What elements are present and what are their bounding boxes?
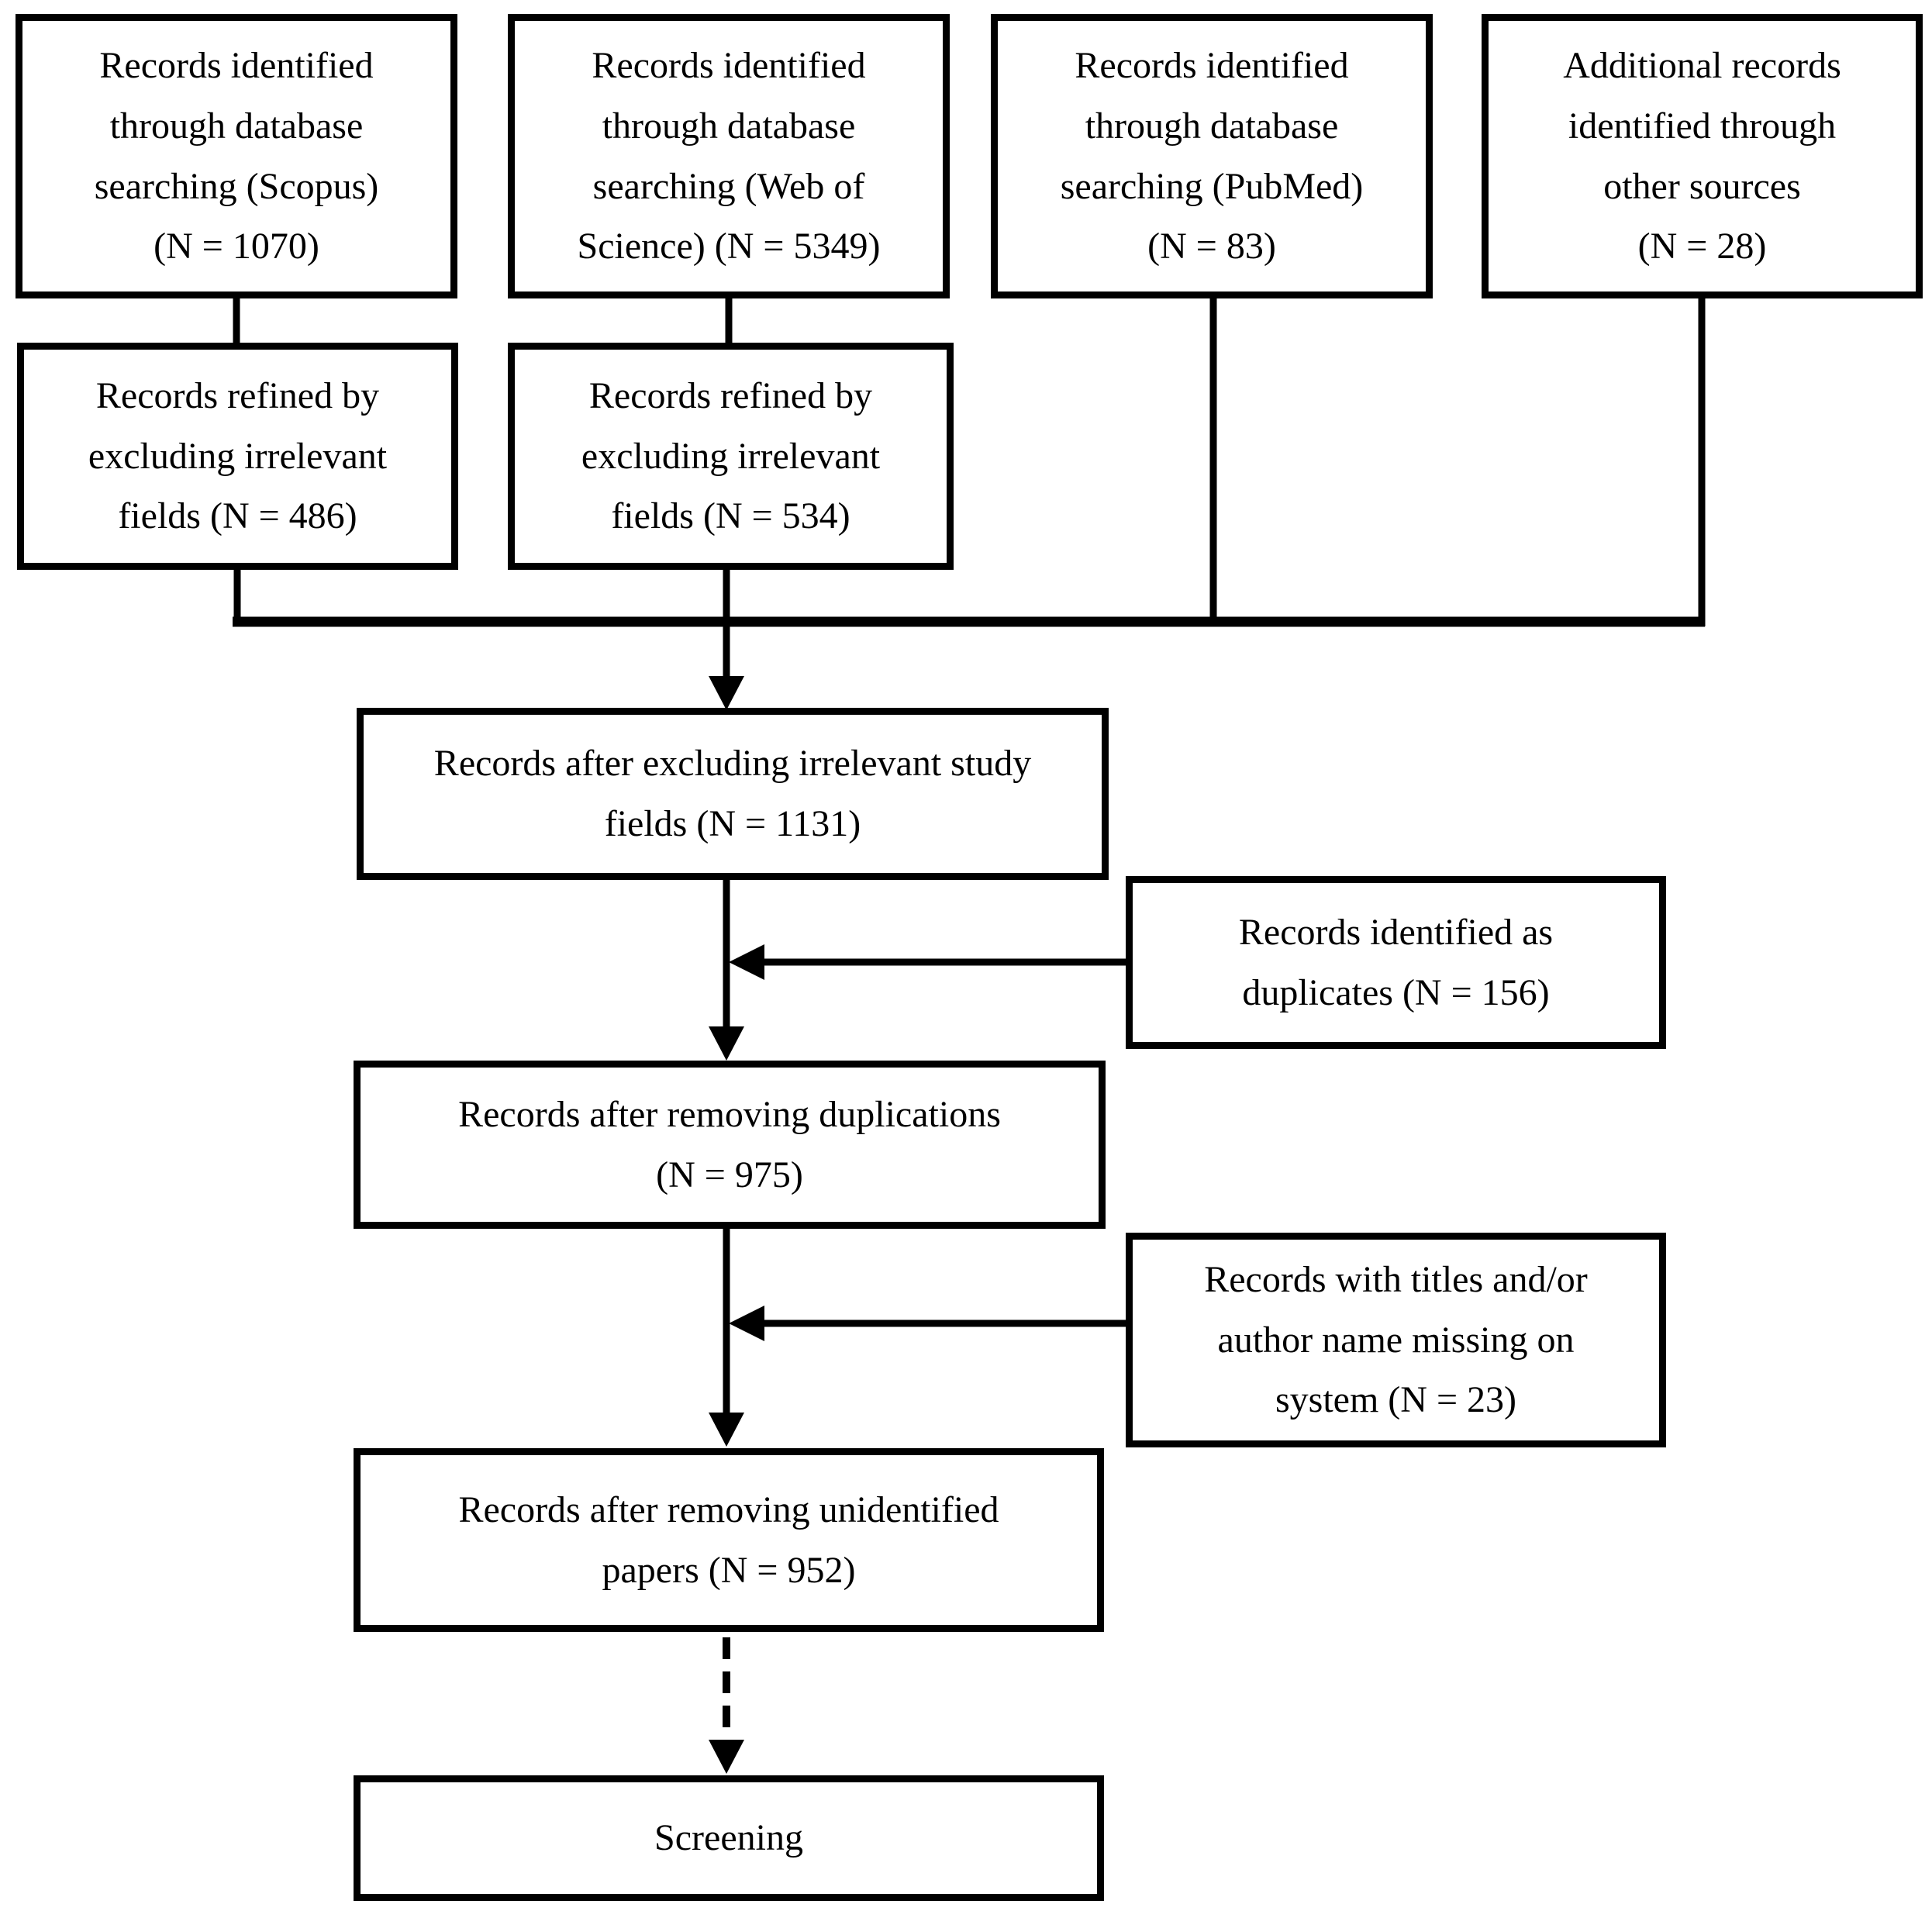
node-records-after-removing-duplications: Records after removing duplications (N =…: [354, 1061, 1106, 1229]
arrowhead-missing: [729, 1306, 764, 1341]
arrowhead-duplicates: [729, 944, 764, 980]
node-records-after-removing-unidentified: Records after removing unidentified pape…: [354, 1448, 1104, 1632]
node-records-identified-web-of-science: Records identified through database sear…: [508, 14, 950, 298]
node-records-titles-author-missing: Records with titles and/or author name m…: [1126, 1233, 1666, 1447]
node-records-identified-pubmed: Records identified through database sear…: [991, 14, 1433, 298]
arrowhead-to-unidentified: [709, 1413, 744, 1447]
node-records-identified-as-duplicates: Records identified as duplicates (N = 15…: [1126, 876, 1666, 1049]
arrowhead-to-excluded: [709, 676, 744, 710]
arrowhead-to-screening: [709, 1740, 744, 1774]
node-records-refined-wos: Records refined by excluding irrelevant …: [508, 343, 954, 570]
node-records-refined-scopus: Records refined by excluding irrelevant …: [17, 343, 458, 570]
node-screening: Screening: [354, 1775, 1104, 1901]
node-additional-records-other-sources: Additional records identified through ot…: [1482, 14, 1923, 298]
node-records-after-excluding-irrelevant-fields: Records after excluding irrelevant study…: [357, 708, 1109, 880]
node-records-identified-scopus: Records identified through database sear…: [16, 14, 457, 298]
arrowhead-to-dedup: [709, 1026, 744, 1061]
